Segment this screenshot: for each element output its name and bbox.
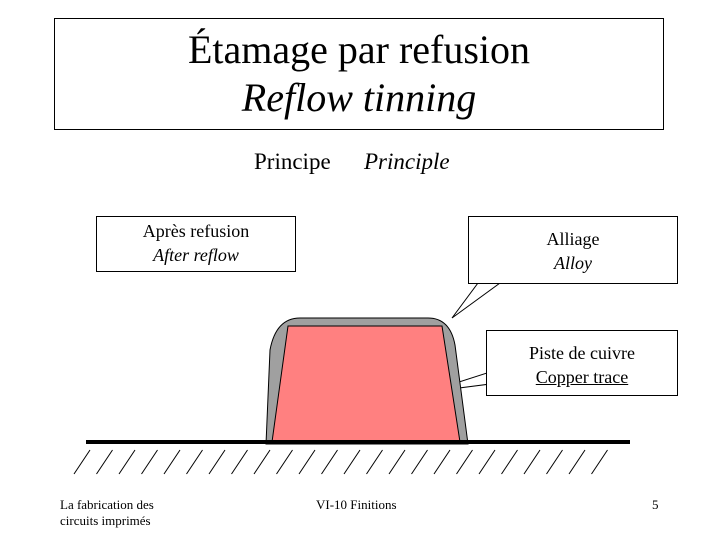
after-reflow-english: After reflow [153,245,239,265]
hatch-mark [433,449,451,475]
hatch-mark [343,449,361,475]
hatch-mark [163,449,181,475]
hatch-mark [253,449,271,475]
after-reflow-label: Après refusion After reflow [96,216,296,272]
copper-trace-label: Piste de cuivre Copper trace [486,330,678,396]
hatch-mark [298,449,316,475]
copper-trace-french: Piste de cuivre [529,343,635,363]
copper-trace [271,325,461,443]
hatch-mark [523,449,541,475]
footer-course-title: La fabrication des circuits imprimés [60,497,154,529]
hatch-mark [456,449,473,475]
hatch-mark [546,449,563,475]
hatch-mark [321,449,338,475]
hatch-mark [186,449,203,475]
hatch-mark [411,449,428,475]
hatch-mark [208,449,226,475]
hatch-mark [591,449,608,475]
footer-course-line2: circuits imprimés [60,513,151,528]
title-english: Reflow tinning [241,75,477,120]
hatch-mark [73,449,91,475]
principle-french: Principe [254,149,331,174]
alloy-english: Alloy [554,253,592,273]
alloy-french: Alliage [546,229,600,249]
hatch-mark [141,449,158,475]
hatch-mark [96,449,113,475]
footer-chapter: VI-10 Finitions [316,497,397,512]
hatch-mark [501,449,518,475]
page-number: 5 [652,497,659,512]
alloy-label: Alliage Alloy [468,216,678,284]
hatch-mark [366,449,383,475]
hatch-mark [276,449,293,475]
hatch-mark [388,449,406,475]
title-french: Étamage par refusion [187,27,531,72]
after-reflow-french: Après refusion [142,221,250,241]
principle-english: Principle [364,149,450,174]
hatch-mark [568,449,586,475]
hatch-mark [118,449,136,475]
substrate-hatching [73,449,608,475]
hatch-mark [478,449,496,475]
footer-course-line1: La fabrication des [60,497,154,512]
copper-trace-english: Copper trace [535,367,629,387]
title-box: Étamage par refusion Reflow tinning [54,18,664,130]
alloy-callout-pointer [451,282,502,319]
hatch-mark [231,449,248,475]
